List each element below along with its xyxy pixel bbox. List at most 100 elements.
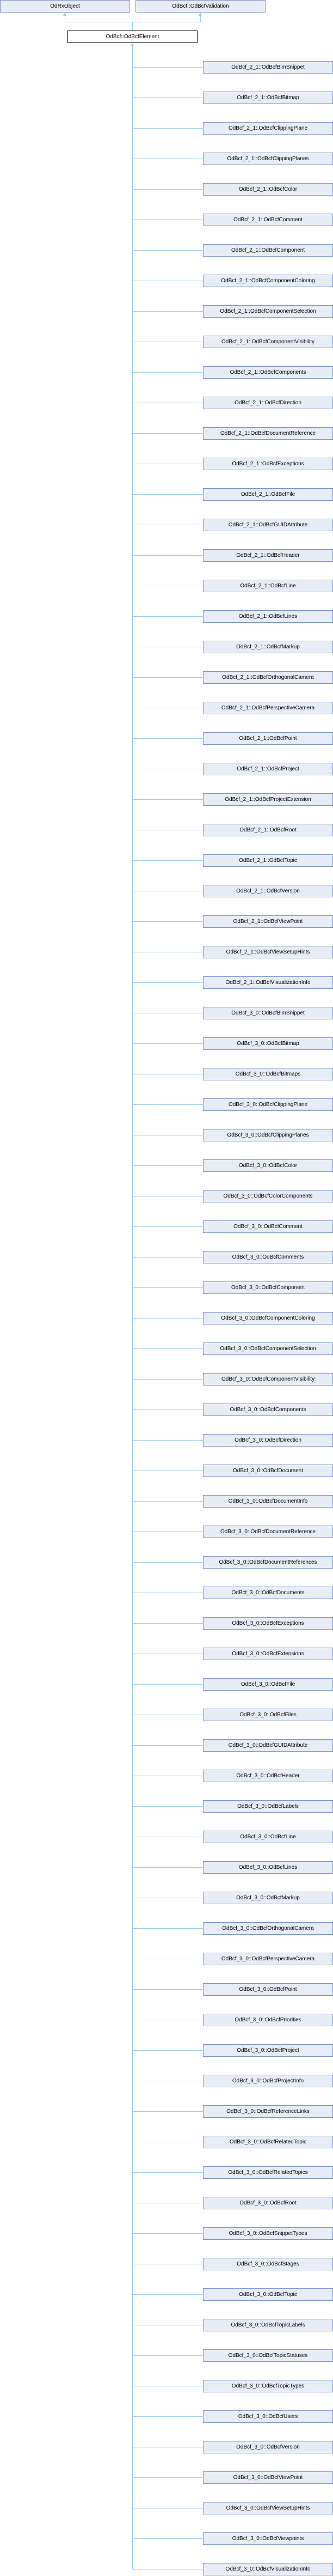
derived-class-box[interactable]: OdBcf_2_1::OdBcfComponentVisibility: [203, 336, 333, 348]
derived-class-box[interactable]: OdBcf_3_0::OdBcfBitmaps: [203, 1068, 333, 1080]
derived-class-box[interactable]: OdBcf_3_0::OdBcfFiles: [203, 1709, 333, 1721]
derived-class-box[interactable]: OdBcf_3_0::OdBcfVisualizationInfo: [203, 2563, 333, 2575]
derived-class-box[interactable]: OdBcf_3_0::OdBcfPriorities: [203, 2014, 333, 2026]
derived-class-box[interactable]: OdBcf_3_0::OdBcfClippingPlanes: [203, 1129, 333, 1141]
derived-class-box[interactable]: OdBcf_3_0::OdBcfExtensions: [203, 1648, 333, 1660]
derived-class-box[interactable]: OdBcf_2_1::OdBcfDocumentReference: [203, 427, 333, 440]
derived-class-box[interactable]: OdBcf_2_1::OdBcfVersion: [203, 885, 333, 897]
derived-class-box[interactable]: OdBcf_3_0::OdBcfComponentColoring: [203, 1312, 333, 1325]
current-class-box: OdBcf::OdBcfElement: [67, 31, 198, 43]
derived-class-box[interactable]: OdBcf_2_1::OdBcfViewPoint: [203, 915, 333, 928]
derived-class-box[interactable]: OdBcf_2_1::OdBcfDirection: [203, 397, 333, 409]
derived-class-box[interactable]: OdBcf_2_1::OdBcfTopic: [203, 854, 333, 867]
derived-class-box[interactable]: OdBcf_3_0::OdBcfColorComponents: [203, 1190, 333, 1202]
derived-class-box[interactable]: OdBcf_3_0::OdBcfClippingPlane: [203, 1098, 333, 1111]
derived-class-box[interactable]: OdBcf_3_0::OdBcfComponentSelection: [203, 1342, 333, 1355]
derived-class-box[interactable]: OdBcf_3_0::OdBcfVersion: [203, 2441, 333, 2453]
derived-class-box[interactable]: OdBcf_3_0::OdBcfViewpoints: [203, 2532, 333, 2545]
derived-class-box[interactable]: OdBcf_3_0::OdBcfProject: [203, 2044, 333, 2057]
derived-class-box[interactable]: OdBcf_3_0::OdBcfFile: [203, 1678, 333, 1691]
derived-class-box[interactable]: OdBcf_3_0::OdBcfPerspectiveCamera: [203, 1953, 333, 1965]
derived-class-box[interactable]: OdBcf_3_0::OdBcfDocuments: [203, 1587, 333, 1599]
derived-class-box[interactable]: OdBcf_3_0::OdBcfGUIDAttribute: [203, 1739, 333, 1752]
derived-class-box[interactable]: OdBcf_3_0::OdBcfRelatedTopics: [203, 2166, 333, 2179]
derived-class-box[interactable]: OdBcf_3_0::OdBcfLine: [203, 1831, 333, 1843]
derived-class-box[interactable]: OdBcf_2_1::OdBcfBitmap: [203, 92, 333, 104]
inheritance-arrow-icon: [63, 13, 66, 16]
derived-class-box[interactable]: OdBcf_3_0::OdBcfMarkup: [203, 1892, 333, 1904]
derived-class-box[interactable]: OdBcf_3_0::OdBcfColor: [203, 1159, 333, 1172]
derived-class-box[interactable]: OdBcf_3_0::OdBcfReferenceLinks: [203, 2105, 333, 2118]
derived-class-box[interactable]: OdBcf_3_0::OdBcfTopic: [203, 2288, 333, 2301]
derived-connector: [132, 189, 203, 190]
derived-class-box[interactable]: OdBcf_2_1::OdBcfComponents: [203, 366, 333, 379]
derived-class-box[interactable]: OdBcf_2_1::OdBcfGUIDAttribute: [203, 519, 333, 531]
derived-class-box[interactable]: OdBcf_3_0::OdBcfSnippetTypes: [203, 2227, 333, 2240]
derived-class-box[interactable]: OdBcf_3_0::OdBcfViewSetupHints: [203, 2502, 333, 2514]
derived-class-box[interactable]: OdBcf_3_0::OdBcfUsers: [203, 2410, 333, 2423]
derived-class-box[interactable]: OdBcf_2_1::OdBcfMarkup: [203, 641, 333, 653]
derived-class-box[interactable]: OdBcf_2_1::OdBcfViewSetupHints: [203, 946, 333, 958]
derived-connector: [132, 433, 203, 434]
derived-class-box[interactable]: OdBcf_3_0::OdBcfStages: [203, 2258, 333, 2270]
derived-class-box[interactable]: OdBcf_2_1::OdBcfBimSnippet: [203, 61, 333, 74]
derived-class-box[interactable]: OdBcf_2_1::OdBcfClippingPlanes: [203, 153, 333, 165]
derived-class-box[interactable]: OdBcf_2_1::OdBcfComponent: [203, 244, 333, 257]
base-class-box-odrxobject[interactable]: OdRxObject: [0, 0, 130, 13]
derived-class-box[interactable]: OdBcf_2_1::OdBcfPerspectiveCamera: [203, 702, 333, 714]
derived-trunk-line: [132, 46, 133, 2569]
derived-class-box[interactable]: OdBcf_2_1::OdBcfFile: [203, 488, 333, 501]
derived-class-box[interactable]: OdBcf_3_0::OdBcfProjectInfo: [203, 2075, 333, 2087]
derived-class-box[interactable]: OdBcf_2_1::OdBcfExceptions: [203, 458, 333, 470]
derived-connector: [132, 311, 203, 312]
derived-class-box[interactable]: OdBcf_2_1::OdBcfRoot: [203, 824, 333, 836]
derived-class-box[interactable]: OdBcf_3_0::OdBcfDocumentReference: [203, 1526, 333, 1538]
derived-class-box[interactable]: OdBcf_3_0::OdBcfComponents: [203, 1404, 333, 1416]
derived-connector: [132, 799, 203, 800]
derived-class-box[interactable]: OdBcf_2_1::OdBcfLines: [203, 610, 333, 623]
derived-class-box[interactable]: OdBcf_3_0::OdBcfBitmap: [203, 1037, 333, 1050]
derived-class-box[interactable]: OdBcf_3_0::OdBcfComment: [203, 1220, 333, 1233]
derived-class-box[interactable]: OdBcf_3_0::OdBcfTopicLabels: [203, 2319, 333, 2331]
derived-class-box[interactable]: OdBcf_3_0::OdBcfComponentVisibility: [203, 1373, 333, 1386]
derived-class-box[interactable]: OdBcf_3_0::OdBcfComments: [203, 1251, 333, 1263]
derived-class-box[interactable]: OdBcf_3_0::OdBcfTopicTypes: [203, 2380, 333, 2392]
derived-connector: [132, 1745, 203, 1746]
derived-connector: [132, 2050, 203, 2051]
derived-class-box[interactable]: OdBcf_3_0::OdBcfLabels: [203, 1800, 333, 1813]
derived-class-box[interactable]: OdBcf_2_1::OdBcfProject: [203, 763, 333, 775]
derived-connector: [132, 2538, 203, 2539]
derived-class-box[interactable]: OdBcf_3_0::OdBcfTopicStatuses: [203, 2349, 333, 2362]
derived-class-box[interactable]: OdBcf_3_0::OdBcfRoot: [203, 2197, 333, 2209]
derived-class-box[interactable]: OdBcf_2_1::OdBcfComment: [203, 214, 333, 226]
derived-connector: [132, 1928, 203, 1929]
derived-class-box[interactable]: OdBcf_3_0::OdBcfHeader: [203, 1770, 333, 1782]
derived-connector: [132, 1348, 203, 1349]
derived-class-box[interactable]: OdBcf_3_0::OdBcfOrthogonalCamera: [203, 1922, 333, 1935]
derived-class-box[interactable]: OdBcf_3_0::OdBcfDirection: [203, 1434, 333, 1447]
derived-class-box[interactable]: OdBcf_3_0::OdBcfDocument: [203, 1465, 333, 1477]
derived-class-box[interactable]: OdBcf_3_0::OdBcfComponent: [203, 1281, 333, 1294]
derived-class-box[interactable]: OdBcf_2_1::OdBcfProjectExtension: [203, 793, 333, 806]
derived-connector: [132, 1379, 203, 1380]
derived-class-box[interactable]: OdBcf_3_0::OdBcfDocumentInfo: [203, 1495, 333, 1508]
derived-class-box[interactable]: OdBcf_2_1::OdBcfClippingPlane: [203, 122, 333, 135]
derived-class-box[interactable]: OdBcf_3_0::OdBcfDocumentReferences: [203, 1556, 333, 1569]
derived-class-box[interactable]: OdBcf_3_0::OdBcfLines: [203, 1861, 333, 1874]
derived-class-box[interactable]: OdBcf_3_0::OdBcfBimSnippet: [203, 1007, 333, 1019]
derived-class-box[interactable]: OdBcf_3_0::OdBcfViewPoint: [203, 2471, 333, 2484]
derived-class-box[interactable]: OdBcf_2_1::OdBcfOrthogonalCamera: [203, 671, 333, 684]
derived-connector: [132, 1226, 203, 1227]
derived-class-box[interactable]: OdBcf_2_1::OdBcfLine: [203, 580, 333, 592]
derived-class-box[interactable]: OdBcf_2_1::OdBcfComponentSelection: [203, 305, 333, 318]
derived-class-box[interactable]: OdBcf_2_1::OdBcfHeader: [203, 549, 333, 562]
derived-class-box[interactable]: OdBcf_2_1::OdBcfComponentColoring: [203, 275, 333, 287]
derived-class-box[interactable]: OdBcf_3_0::OdBcfExceptions: [203, 1617, 333, 1630]
derived-class-box[interactable]: OdBcf_2_1::OdBcfColor: [203, 183, 333, 196]
derived-class-box[interactable]: OdBcf_3_0::OdBcfPoint: [203, 1983, 333, 1996]
derived-class-box[interactable]: OdBcf_2_1::OdBcfPoint: [203, 732, 333, 745]
base-class-box-odbcfvalidation[interactable]: OdBcf::OdBcfValidation: [135, 0, 266, 13]
derived-class-box[interactable]: OdBcf_3_0::OdBcfRelatedTopic: [203, 2136, 333, 2148]
derived-class-box[interactable]: OdBcf_2_1::OdBcfVisualizationInfo: [203, 976, 333, 989]
derived-connector: [132, 372, 203, 373]
